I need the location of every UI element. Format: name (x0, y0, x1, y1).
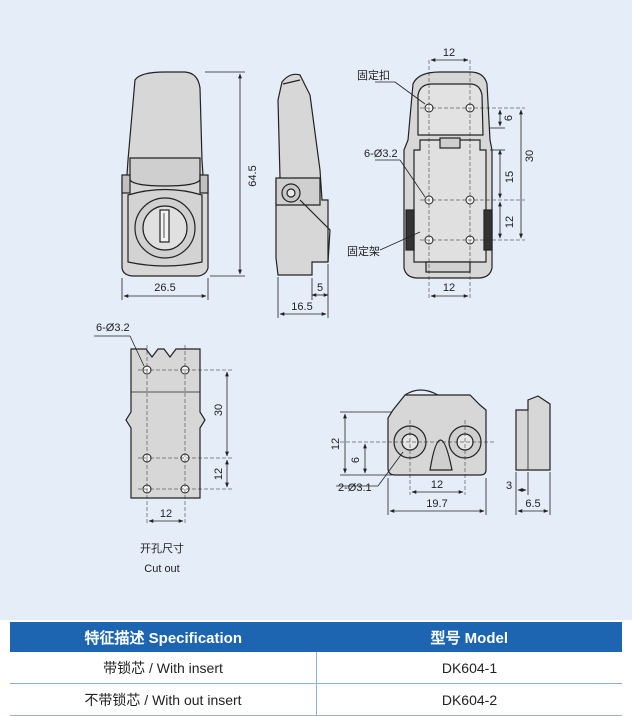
buckle-side-dims (515, 472, 551, 515)
back-dim-30: 30 (524, 150, 536, 162)
cutout-plate (125, 348, 206, 499)
back-view (403, 71, 493, 279)
front-view-dims (121, 71, 245, 300)
label-fixed-frame: 固定架 (347, 244, 380, 258)
buckle-dims (336, 411, 487, 515)
cutout-dims (94, 335, 229, 523)
cutout-dim-30: 30 (213, 404, 225, 416)
front-width-dim: 26.5 (154, 282, 175, 294)
row-spec: 不带锁芯 / With out insert (10, 683, 317, 716)
buckle-centerlines (340, 420, 495, 495)
buckle-dim-6: 6 (350, 457, 362, 463)
cutout-caption-cn: 开孔尺寸 (140, 541, 184, 555)
buckle-view (387, 389, 487, 476)
cutout-dim-12-vertical: 12 (213, 468, 225, 480)
buckle-dim-12-horizontal: 12 (431, 479, 443, 491)
technical-drawing: 64.5 26.5 5 16.5 (94, 47, 551, 575)
technical-drawing-panel: 64.5 26.5 5 16.5 (0, 0, 632, 620)
buckle-dim-19-7: 19.7 (426, 498, 447, 510)
label-back-holes: 6-Ø3.2 (364, 148, 398, 160)
cutout-dim-12-horizontal: 12 (160, 508, 172, 520)
table-row: 带锁芯 / With insert DK604-1 (10, 652, 622, 684)
spec-table: 特征描述 Specification 型号 Model 带锁芯 / With i… (10, 622, 622, 716)
row-model: DK604-1 (316, 652, 622, 684)
header-model: 型号 Model (316, 622, 622, 652)
row-model: DK604-2 (316, 683, 622, 716)
table-row: 不带锁芯 / With out insert DK604-2 (10, 683, 622, 716)
back-dim-6: 6 (503, 115, 515, 121)
back-dim-15: 15 (504, 171, 516, 183)
back-view-dims (375, 58, 523, 298)
header-spec: 特征描述 Specification (10, 622, 317, 652)
cutout-centerlines (138, 345, 232, 525)
buckle-dim-12-vertical: 12 (330, 438, 342, 450)
buckle-side-view (515, 395, 551, 471)
side-dim-5: 5 (317, 282, 323, 294)
front-view (121, 71, 209, 277)
back-dim-bottom-12: 12 (443, 282, 455, 294)
buckle-dim-3: 3 (506, 480, 512, 492)
buckle-dim-6-5: 6.5 (525, 498, 540, 510)
side-view (275, 73, 331, 276)
cutout-label-holes: 6-Ø3.2 (96, 322, 130, 334)
cutout-caption-en: Cut out (144, 563, 179, 575)
label-fixed-buckle: 固定扣 (357, 68, 390, 82)
side-dim-16-5: 16.5 (291, 301, 312, 313)
back-dim-top-12: 12 (443, 47, 455, 59)
buckle-label-holes: 2-Ø3.1 (338, 482, 372, 494)
back-view-centerlines (420, 60, 525, 300)
back-dim-right-12: 12 (504, 216, 516, 228)
front-height-dim: 64.5 (247, 165, 259, 186)
spec-table-header: 特征描述 Specification 型号 Model (10, 622, 622, 652)
side-view-dims (277, 264, 329, 318)
row-spec: 带锁芯 / With insert (10, 652, 317, 684)
